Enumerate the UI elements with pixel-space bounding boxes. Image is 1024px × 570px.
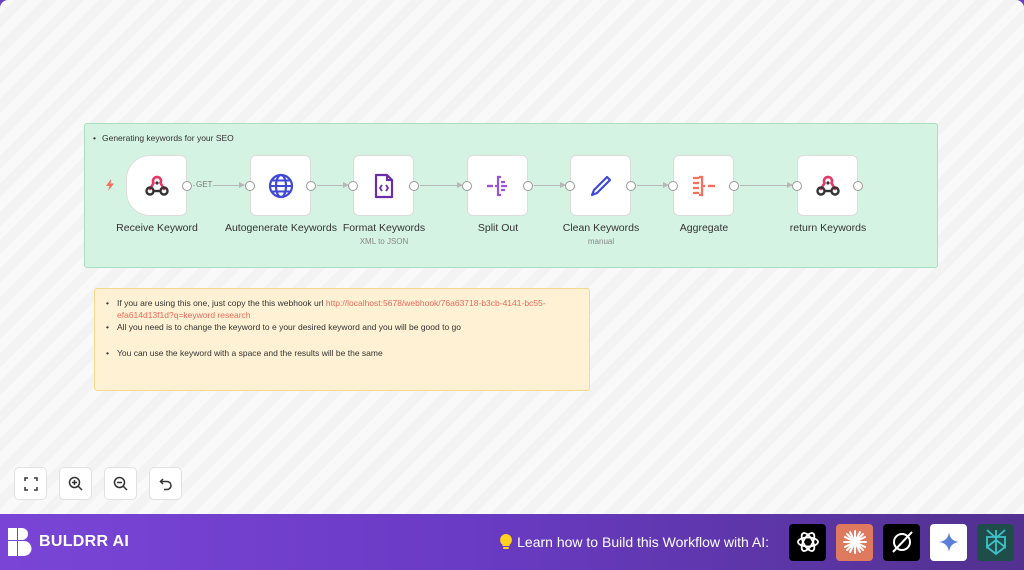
webhook-icon — [144, 175, 169, 196]
code-file-icon — [374, 173, 393, 198]
connection-edge[interactable] — [637, 182, 669, 188]
node-format-keywords[interactable] — [348, 155, 419, 216]
input-port[interactable] — [565, 180, 575, 191]
node-label: Clean Keywords — [562, 222, 640, 234]
workflow-group-note[interactable]: Generating keywords for your SEO Receive… — [84, 123, 938, 268]
webhook-icon — [815, 175, 840, 196]
output-port[interactable] — [409, 180, 419, 191]
output-port[interactable] — [306, 180, 316, 191]
gemini-button[interactable] — [930, 523, 967, 561]
gemini-icon — [938, 532, 959, 552]
group-note-text: Generating keywords for your SEO — [93, 133, 234, 143]
perplexity-button[interactable] — [977, 523, 1014, 561]
node-receive-keyword[interactable] — [126, 155, 192, 216]
connection-edge[interactable] — [740, 182, 793, 188]
grok-button[interactable] — [883, 523, 920, 561]
node-aggregate[interactable] — [668, 155, 739, 216]
instructions-sticky-note[interactable]: If you are using this one, just copy the… — [94, 288, 590, 391]
claude-button[interactable] — [836, 523, 873, 561]
connection-edge[interactable] — [317, 182, 349, 188]
input-port[interactable] — [348, 180, 358, 191]
node-clean-keywords[interactable] — [565, 155, 636, 216]
trigger-bolt-icon — [106, 179, 114, 191]
input-port[interactable] — [245, 180, 255, 191]
perplexity-icon — [985, 529, 1006, 556]
connection-edge[interactable] — [193, 182, 245, 188]
workflow-canvas[interactable]: Generating keywords for your SEO Receive… — [0, 0, 1024, 514]
node-subtitle: XML to JSON — [359, 237, 409, 246]
zoom-in-icon — [68, 476, 83, 491]
ai-cta: Learn how to Build this Workflow with AI… — [499, 523, 1014, 561]
input-port[interactable] — [668, 180, 678, 191]
zoom-out-icon — [113, 476, 128, 491]
undo-button[interactable] — [149, 467, 182, 500]
split-out-icon — [486, 175, 507, 196]
node-label: Split Out — [477, 222, 519, 234]
node-subtitle: manual — [587, 237, 615, 246]
zoom-out-button[interactable] — [104, 467, 137, 500]
output-port[interactable] — [853, 180, 863, 191]
node-label: Aggregate — [679, 222, 729, 234]
aggregate-icon — [692, 175, 715, 196]
output-port[interactable] — [523, 180, 533, 191]
footer-bar: BULDRR AI Learn how to Build this Workfl… — [0, 514, 1024, 570]
node-label: Format Keywords — [342, 222, 426, 234]
cta-text: Learn how to Build this Workflow with AI… — [517, 534, 769, 550]
edge-label-get: GET — [195, 180, 214, 189]
lightbulb-icon — [500, 534, 513, 549]
node-label: Autogenerate Keywords — [224, 222, 338, 234]
input-port[interactable] — [792, 180, 802, 191]
zoom-in-button[interactable] — [59, 467, 92, 500]
node-label: return Keywords — [789, 222, 867, 234]
output-port[interactable] — [729, 180, 739, 191]
note-item: You can use the keyword with a space and… — [105, 347, 579, 359]
webhook-url-link[interactable]: http://localhost:5678/webhook/76a63718-b… — [117, 298, 546, 320]
pencil-icon — [590, 175, 611, 196]
node-autogenerate-keywords[interactable] — [245, 155, 316, 216]
fullscreen-icon — [23, 476, 38, 491]
buldrr-logo-icon — [8, 528, 32, 556]
brand-name: BULDRR AI — [39, 533, 130, 550]
chatgpt-icon — [796, 532, 819, 552]
globe-icon — [268, 173, 293, 198]
grok-icon — [891, 531, 913, 553]
output-port[interactable] — [626, 180, 636, 191]
canvas-controls — [14, 467, 182, 500]
output-port[interactable] — [182, 180, 192, 191]
note-item: If you are using this one, just copy the… — [105, 297, 579, 321]
chatgpt-button[interactable] — [789, 523, 826, 561]
fit-view-button[interactable] — [14, 467, 47, 500]
node-return-keywords[interactable] — [792, 155, 863, 216]
brand[interactable]: BULDRR AI — [8, 528, 129, 556]
node-split-out[interactable] — [462, 155, 533, 216]
input-port[interactable] — [462, 180, 472, 191]
claude-icon — [842, 530, 867, 554]
connection-edge[interactable] — [420, 182, 463, 188]
note-item: All you need is to change the keyword to… — [105, 321, 579, 333]
connection-edge[interactable] — [534, 182, 566, 188]
node-label: Receive Keyword — [116, 222, 198, 234]
undo-icon — [158, 477, 172, 490]
